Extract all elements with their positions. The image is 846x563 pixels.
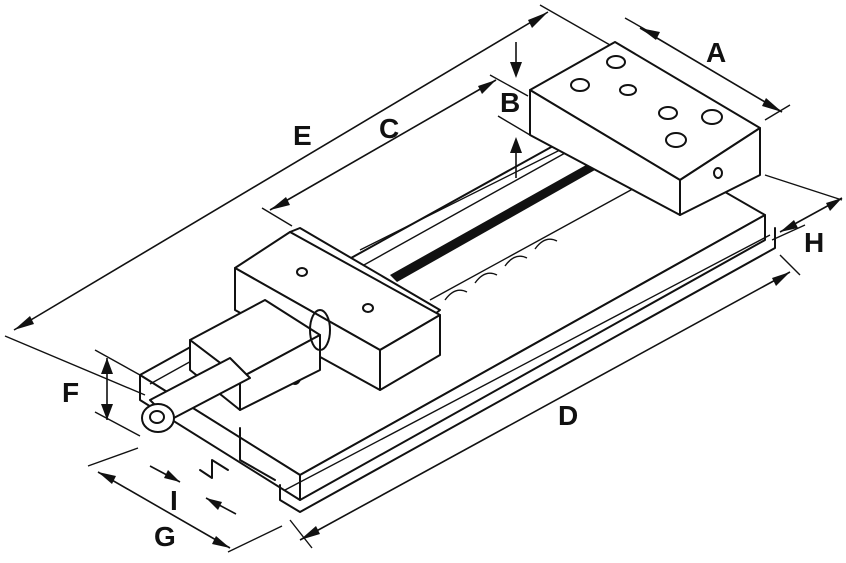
dimension-labels: E C A B H D F G I bbox=[62, 37, 824, 552]
label-c: C bbox=[379, 113, 399, 144]
label-d: D bbox=[558, 400, 578, 431]
label-e: E bbox=[293, 120, 312, 151]
fixed-jaw bbox=[529, 41, 761, 216]
screw-handle bbox=[141, 299, 331, 433]
label-i: I bbox=[170, 485, 178, 516]
label-a: A bbox=[706, 37, 726, 68]
label-h: H bbox=[804, 227, 824, 258]
guide-rail bbox=[359, 139, 641, 301]
label-g: G bbox=[154, 521, 176, 552]
label-f: F bbox=[62, 377, 79, 408]
dimension-lines bbox=[4, 4, 843, 553]
label-b: B bbox=[500, 87, 520, 118]
